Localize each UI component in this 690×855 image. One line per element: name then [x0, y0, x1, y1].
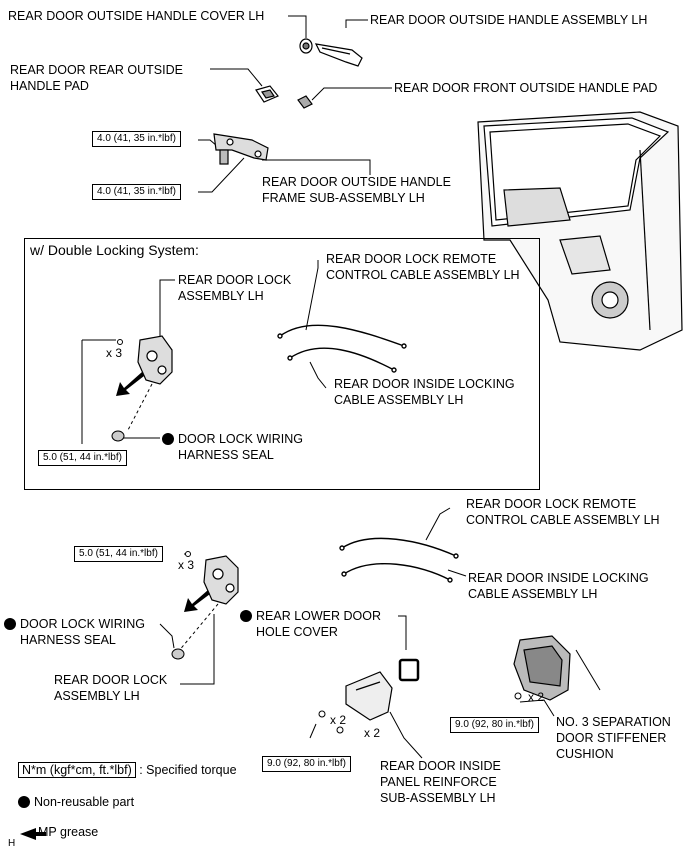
legend-torque: N*m (kgf*cm, ft.*lbf) : Specified torque — [18, 762, 237, 778]
label-remote-cable-b: REAR DOOR LOCK REMOTE CONTROL CABLE ASSE… — [466, 496, 660, 528]
label-frame-sub: REAR DOOR OUTSIDE HANDLE FRAME SUB-ASSEM… — [262, 174, 451, 206]
label-handle-assy-lh: REAR DOOR OUTSIDE HANDLE ASSEMBLY LH — [370, 13, 648, 27]
door-lock-bolts — [117, 339, 123, 345]
label-front-pad: REAR DOOR FRONT OUTSIDE HANDLE PAD — [394, 81, 658, 95]
legend-grease: MP grease — [38, 825, 99, 839]
legend-nonreusable: Non-reusable part — [18, 794, 134, 810]
label-cushion-line1: NO. 3 SEPARATION — [556, 715, 671, 729]
outside-handle-frame — [213, 133, 269, 165]
legend-nonreusable-text: Non-reusable part — [34, 795, 135, 809]
label-reinforce-line1: REAR DOOR INSIDE — [380, 759, 501, 773]
label-reinforce: REAR DOOR INSIDE PANEL REINFORCE SUB-ASS… — [380, 758, 501, 806]
label-cushion-line2: DOOR STIFFENER — [556, 731, 667, 745]
label-seal-b-line2: HARNESS SEAL — [20, 633, 116, 647]
torque-frame-lower: 4.0 (41, 35 in.*lbf) — [92, 184, 181, 200]
legend-grease-letter: H — [8, 838, 16, 849]
nonreusable-dot-b — [4, 618, 16, 630]
label-reinforce-line3: SUB-ASSEMBLY LH — [380, 791, 496, 805]
label-hole-cover: REAR LOWER DOOR HOLE COVER — [240, 608, 381, 640]
label-inside-cable: REAR DOOR INSIDE LOCKING CABLE ASSEMBLY … — [334, 376, 515, 408]
label-cushion: NO. 3 SEPARATION DOOR STIFFENER CUSHION — [556, 714, 671, 762]
panel-reinforce — [345, 671, 393, 721]
label-remote-cable-line2: CONTROL CABLE ASSEMBLY LH — [326, 268, 520, 282]
multiplier-reinforce-1: x 2 — [330, 713, 347, 727]
label-remote-cable-b-line2: CONTROL CABLE ASSEMBLY LH — [466, 513, 660, 527]
label-remote-cable-b-line1: REAR DOOR LOCK REMOTE — [466, 497, 637, 511]
grease-legend-arrow — [20, 828, 46, 840]
label-seal-b: DOOR LOCK WIRING HARNESS SEAL — [4, 616, 145, 648]
remote-control-cable-lower — [339, 537, 459, 559]
door-lock-assembly-lower — [203, 555, 239, 605]
label-seal-b-line1: DOOR LOCK WIRING — [20, 617, 146, 631]
multiplier-reinforce-2: x 2 — [364, 726, 381, 740]
harness-seal — [111, 430, 125, 442]
front-outside-handle-pad — [297, 95, 313, 109]
label-frame-sub-line1: REAR DOOR OUTSIDE HANDLE — [262, 175, 451, 189]
door-lock-assembly — [137, 335, 173, 385]
label-lock-assy: REAR DOOR LOCK ASSEMBLY LH — [178, 272, 291, 304]
label-reinforce-line2: PANEL REINFORCE — [380, 775, 497, 789]
torque-frame-upper: 4.0 (41, 35 in.*lbf) — [92, 131, 181, 147]
label-frame-sub-line2: FRAME SUB-ASSEMBLY LH — [262, 191, 425, 205]
grease-arrow — [116, 372, 144, 396]
label-rear-pad: REAR DOOR REAR OUTSIDE HANDLE PAD — [10, 62, 183, 94]
label-lock-assy-b-line1: REAR DOOR LOCK — [54, 673, 168, 687]
label-inside-cable-b-line1: REAR DOOR INSIDE LOCKING — [468, 571, 649, 585]
rear-door-panel — [477, 111, 683, 351]
grease-arrow-lower — [184, 590, 210, 612]
remote-control-cable — [277, 324, 407, 349]
multiplier-lock-bolts: x 3 — [106, 346, 123, 360]
label-cover-lh: REAR DOOR OUTSIDE HANDLE COVER LH — [8, 9, 265, 23]
label-remote-cable: REAR DOOR LOCK REMOTE CONTROL CABLE ASSE… — [326, 251, 520, 283]
legend-nonreusable-dot — [18, 796, 30, 808]
double-locking-frame — [24, 238, 540, 490]
label-cushion-line3: CUSHION — [556, 747, 614, 761]
inside-locking-cable-lower — [341, 563, 453, 583]
label-lock-assy-b: REAR DOOR LOCK ASSEMBLY LH — [54, 672, 167, 704]
legend-torque-text: : Specified torque — [139, 763, 237, 777]
label-lock-assy-line2: ASSEMBLY LH — [178, 289, 264, 303]
label-rear-pad-line2: HANDLE PAD — [10, 79, 89, 93]
label-inside-cable-line2: CABLE ASSEMBLY LH — [334, 393, 464, 407]
outside-handle-cover — [299, 38, 313, 54]
label-seal: DOOR LOCK WIRING HARNESS SEAL — [162, 431, 303, 463]
harness-seal-lower — [171, 648, 185, 660]
label-hole-cover-line2: HOLE COVER — [256, 625, 338, 639]
label-inside-cable-line1: REAR DOOR INSIDE LOCKING — [334, 377, 515, 391]
multiplier-cushion: x 2 — [528, 690, 545, 704]
hole-cover — [398, 658, 420, 682]
torque-lock-lower: 5.0 (51, 44 in.*lbf) — [74, 546, 163, 562]
label-inside-cable-b-line2: CABLE ASSEMBLY LH — [468, 587, 598, 601]
stiffener-cushion — [513, 635, 571, 701]
inside-locking-cable — [287, 347, 397, 373]
label-hole-cover-line1: REAR LOWER DOOR — [256, 609, 382, 623]
torque-lock: 5.0 (51, 44 in.*lbf) — [38, 450, 127, 466]
rear-outside-handle-pad — [255, 85, 279, 103]
torque-cushion: 9.0 (92, 80 in.*lbf) — [450, 717, 539, 733]
label-lock-assy-b-line2: ASSEMBLY LH — [54, 689, 140, 703]
nonreusable-dot-c — [240, 610, 252, 622]
outside-handle-assembly — [314, 43, 363, 67]
torque-reinforce: 9.0 (92, 80 in.*lbf) — [262, 756, 351, 772]
label-seal-line2: HARNESS SEAL — [178, 448, 274, 462]
label-seal-line1: DOOR LOCK WIRING — [178, 432, 304, 446]
label-lock-assy-line1: REAR DOOR LOCK — [178, 273, 292, 287]
multiplier-lock-bolts-lower: x 3 — [178, 558, 195, 572]
label-remote-cable-line1: REAR DOOR LOCK REMOTE — [326, 252, 497, 266]
double-locking-title: w/ Double Locking System: — [30, 242, 199, 258]
label-inside-cable-b: REAR DOOR INSIDE LOCKING CABLE ASSEMBLY … — [468, 570, 649, 602]
nonreusable-dot — [162, 433, 174, 445]
label-rear-pad-line1: REAR DOOR REAR OUTSIDE — [10, 63, 183, 77]
legend-torque-box: N*m (kgf*cm, ft.*lbf) — [18, 762, 136, 778]
